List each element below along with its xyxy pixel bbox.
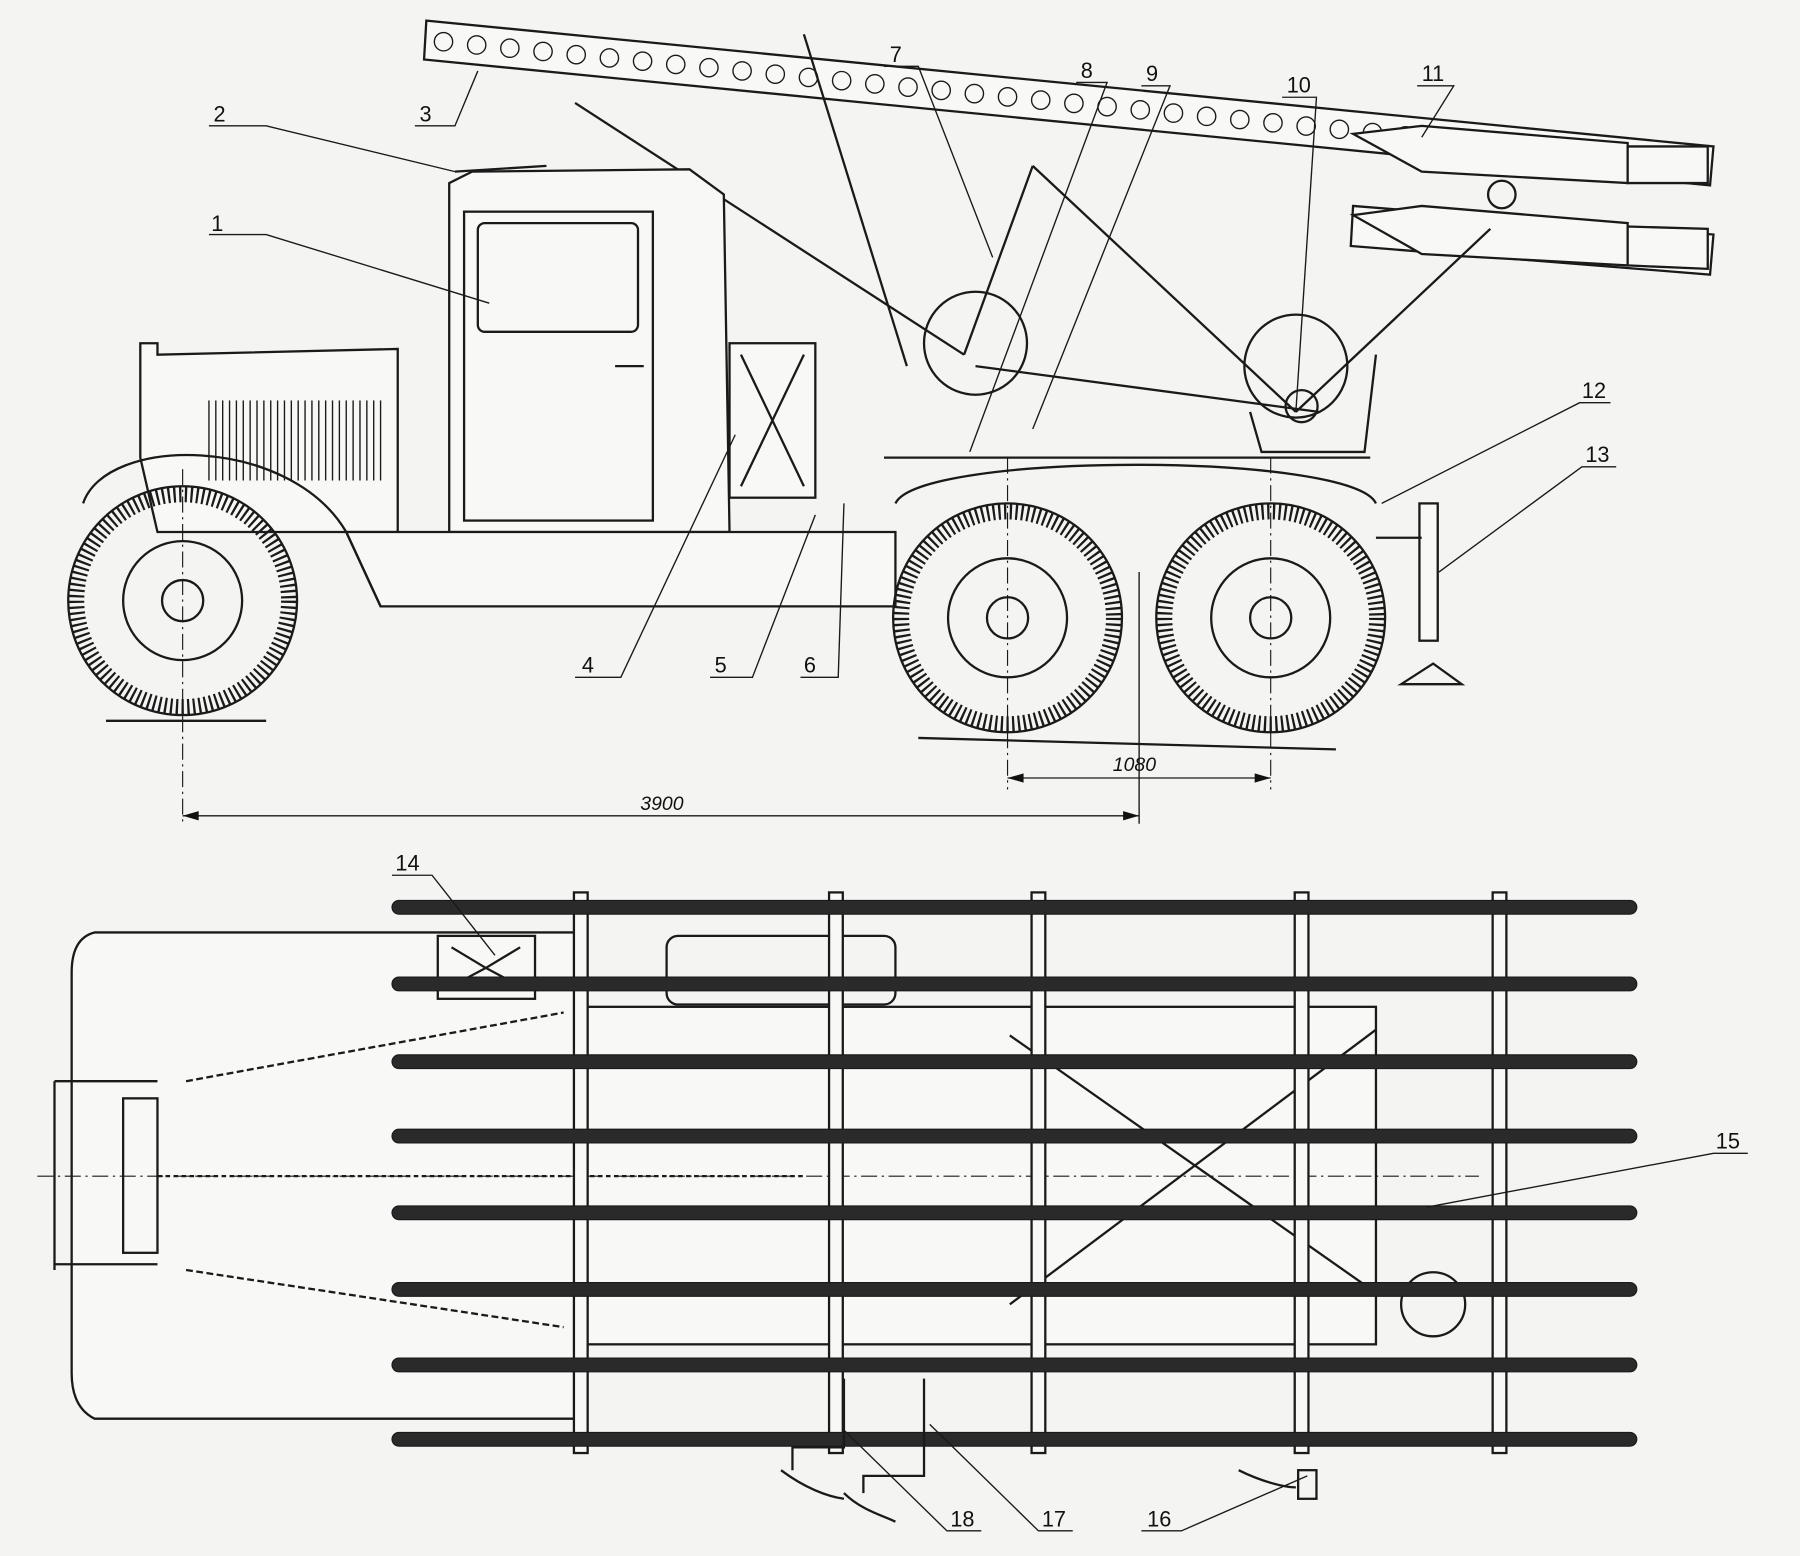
rail-hole	[1030, 90, 1051, 110]
callout-18: 18	[950, 1506, 974, 1531]
callout-16: 16	[1147, 1506, 1171, 1531]
callout-13: 13	[1585, 442, 1609, 467]
callout-2: 2	[214, 101, 226, 126]
callout-12: 12	[1582, 378, 1606, 403]
callout-1: 1	[211, 211, 223, 236]
cross-member	[827, 891, 844, 1455]
side-view: 1080 3900	[67, 19, 1715, 824]
rail-hole	[765, 64, 786, 85]
callout-15: 15	[1716, 1129, 1740, 1154]
cross-member	[1030, 891, 1047, 1455]
callout-9: 9	[1146, 61, 1158, 86]
rockets	[1349, 124, 1709, 271]
guide-rail	[391, 899, 1638, 915]
rail-hole	[931, 80, 952, 101]
rail-hole	[1329, 119, 1350, 140]
guide-rail	[391, 1054, 1638, 1070]
truck-cab	[448, 164, 731, 534]
equipment-box	[728, 342, 817, 499]
cross-member	[572, 891, 589, 1455]
rail-hole	[1130, 100, 1151, 120]
rail-hole	[1229, 109, 1250, 130]
rail-hole	[964, 83, 985, 104]
callout-5: 5	[715, 653, 727, 678]
dimension-bogie: 1080	[1007, 754, 1271, 783]
rail-hole	[1263, 112, 1283, 133]
cross-member	[1491, 891, 1508, 1455]
rear-jack	[1375, 502, 1466, 686]
cross-member	[1293, 891, 1310, 1455]
rail-hole	[466, 35, 487, 55]
callout-3: 3	[419, 101, 431, 126]
dimension-3900: 3900	[640, 793, 683, 815]
rail-hole	[632, 51, 653, 72]
guide-rail	[391, 1128, 1638, 1144]
rail-hole	[1196, 106, 1217, 127]
rail-hole	[599, 48, 620, 68]
rail-hole	[732, 61, 752, 81]
rail-hole	[864, 74, 885, 94]
callout-17: 17	[1042, 1506, 1066, 1531]
rail-hole	[1064, 93, 1084, 114]
callouts: 1 2 3 4 5 6 7 8 9 10 11 12 13 14 15 16 1…	[208, 42, 1748, 1532]
guide-rail	[391, 1281, 1638, 1297]
rail-hole	[533, 41, 553, 62]
rail-hole	[500, 38, 520, 59]
rail-hole	[433, 31, 454, 52]
leader-lines	[208, 65, 1748, 1532]
callout-8: 8	[1081, 58, 1093, 83]
callout-6: 6	[804, 653, 816, 678]
rail-hole	[997, 87, 1018, 107]
rail-hole	[665, 54, 686, 75]
callout-4: 4	[582, 653, 594, 678]
guide-rail	[391, 976, 1638, 992]
rail-hole	[1163, 103, 1184, 123]
rail-hole	[699, 57, 719, 78]
truck-hood	[139, 342, 399, 534]
callout-10: 10	[1287, 73, 1311, 98]
callout-7: 7	[890, 42, 902, 67]
callout-11: 11	[1422, 61, 1445, 86]
rail-hole	[566, 44, 587, 65]
dimension-wheelbase: 3900	[182, 793, 1140, 821]
guide-rail	[391, 1205, 1638, 1221]
support-struts	[574, 33, 1492, 454]
guide-rail	[391, 1357, 1638, 1373]
callout-14: 14	[395, 851, 419, 876]
chassis-frame	[344, 530, 897, 608]
rail-hole	[831, 70, 852, 91]
guide-rail	[391, 1431, 1638, 1447]
rail-hole	[1296, 116, 1317, 136]
wheel-front	[67, 485, 299, 717]
rail-hole	[898, 77, 918, 97]
dimension-1080: 1080	[1113, 754, 1156, 776]
top-view	[37, 891, 1638, 1523]
